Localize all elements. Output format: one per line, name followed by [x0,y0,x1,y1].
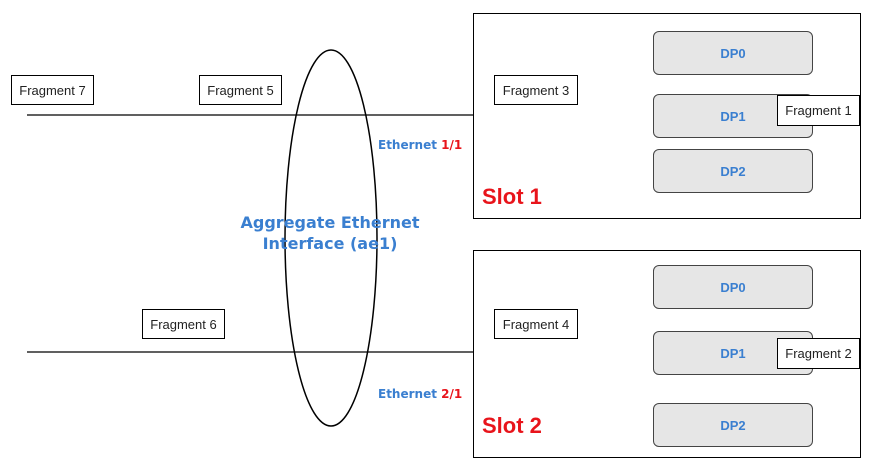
fragment-3-box: Fragment 3 [494,75,578,105]
ethernet-1-1-label: Ethernet 1/1 [378,138,462,152]
slot-2-dp2: DP2 [653,403,813,447]
fragment-5-box: Fragment 5 [199,75,282,105]
slot-1-dp2: DP2 [653,149,813,193]
slot-2-fragment-at-dp1: Fragment 2 [777,338,860,369]
slot-1-fragment-at-dp1: Fragment 1 [777,95,860,126]
ethernet-2-1-prefix: Ethernet [378,387,437,401]
ethernet-1-1-prefix: Ethernet [378,138,437,152]
ethernet-2-1-label: Ethernet 2/1 [378,387,462,401]
slot-2-label: Slot 2 [482,413,542,438]
slot-1-dp0: DP0 [653,31,813,75]
aggregate-interface-ellipse [284,49,378,427]
ethernet-1-1-port: 1/1 [441,138,463,152]
aggregate-ethernet-line-1: Aggregate Ethernet [240,213,420,232]
fragment-4-box: Fragment 4 [494,309,578,339]
slot-1-label: Slot 1 [482,184,542,209]
aggregate-ethernet-label: Aggregate Ethernet Interface (ae1) [230,212,430,254]
slot-2-dp0: DP0 [653,265,813,309]
fragment-7-box: Fragment 7 [11,75,94,105]
fragment-6-box: Fragment 6 [142,309,225,339]
ethernet-2-1-port: 2/1 [441,387,463,401]
aggregate-ethernet-line-2: Interface (ae1) [262,234,398,253]
